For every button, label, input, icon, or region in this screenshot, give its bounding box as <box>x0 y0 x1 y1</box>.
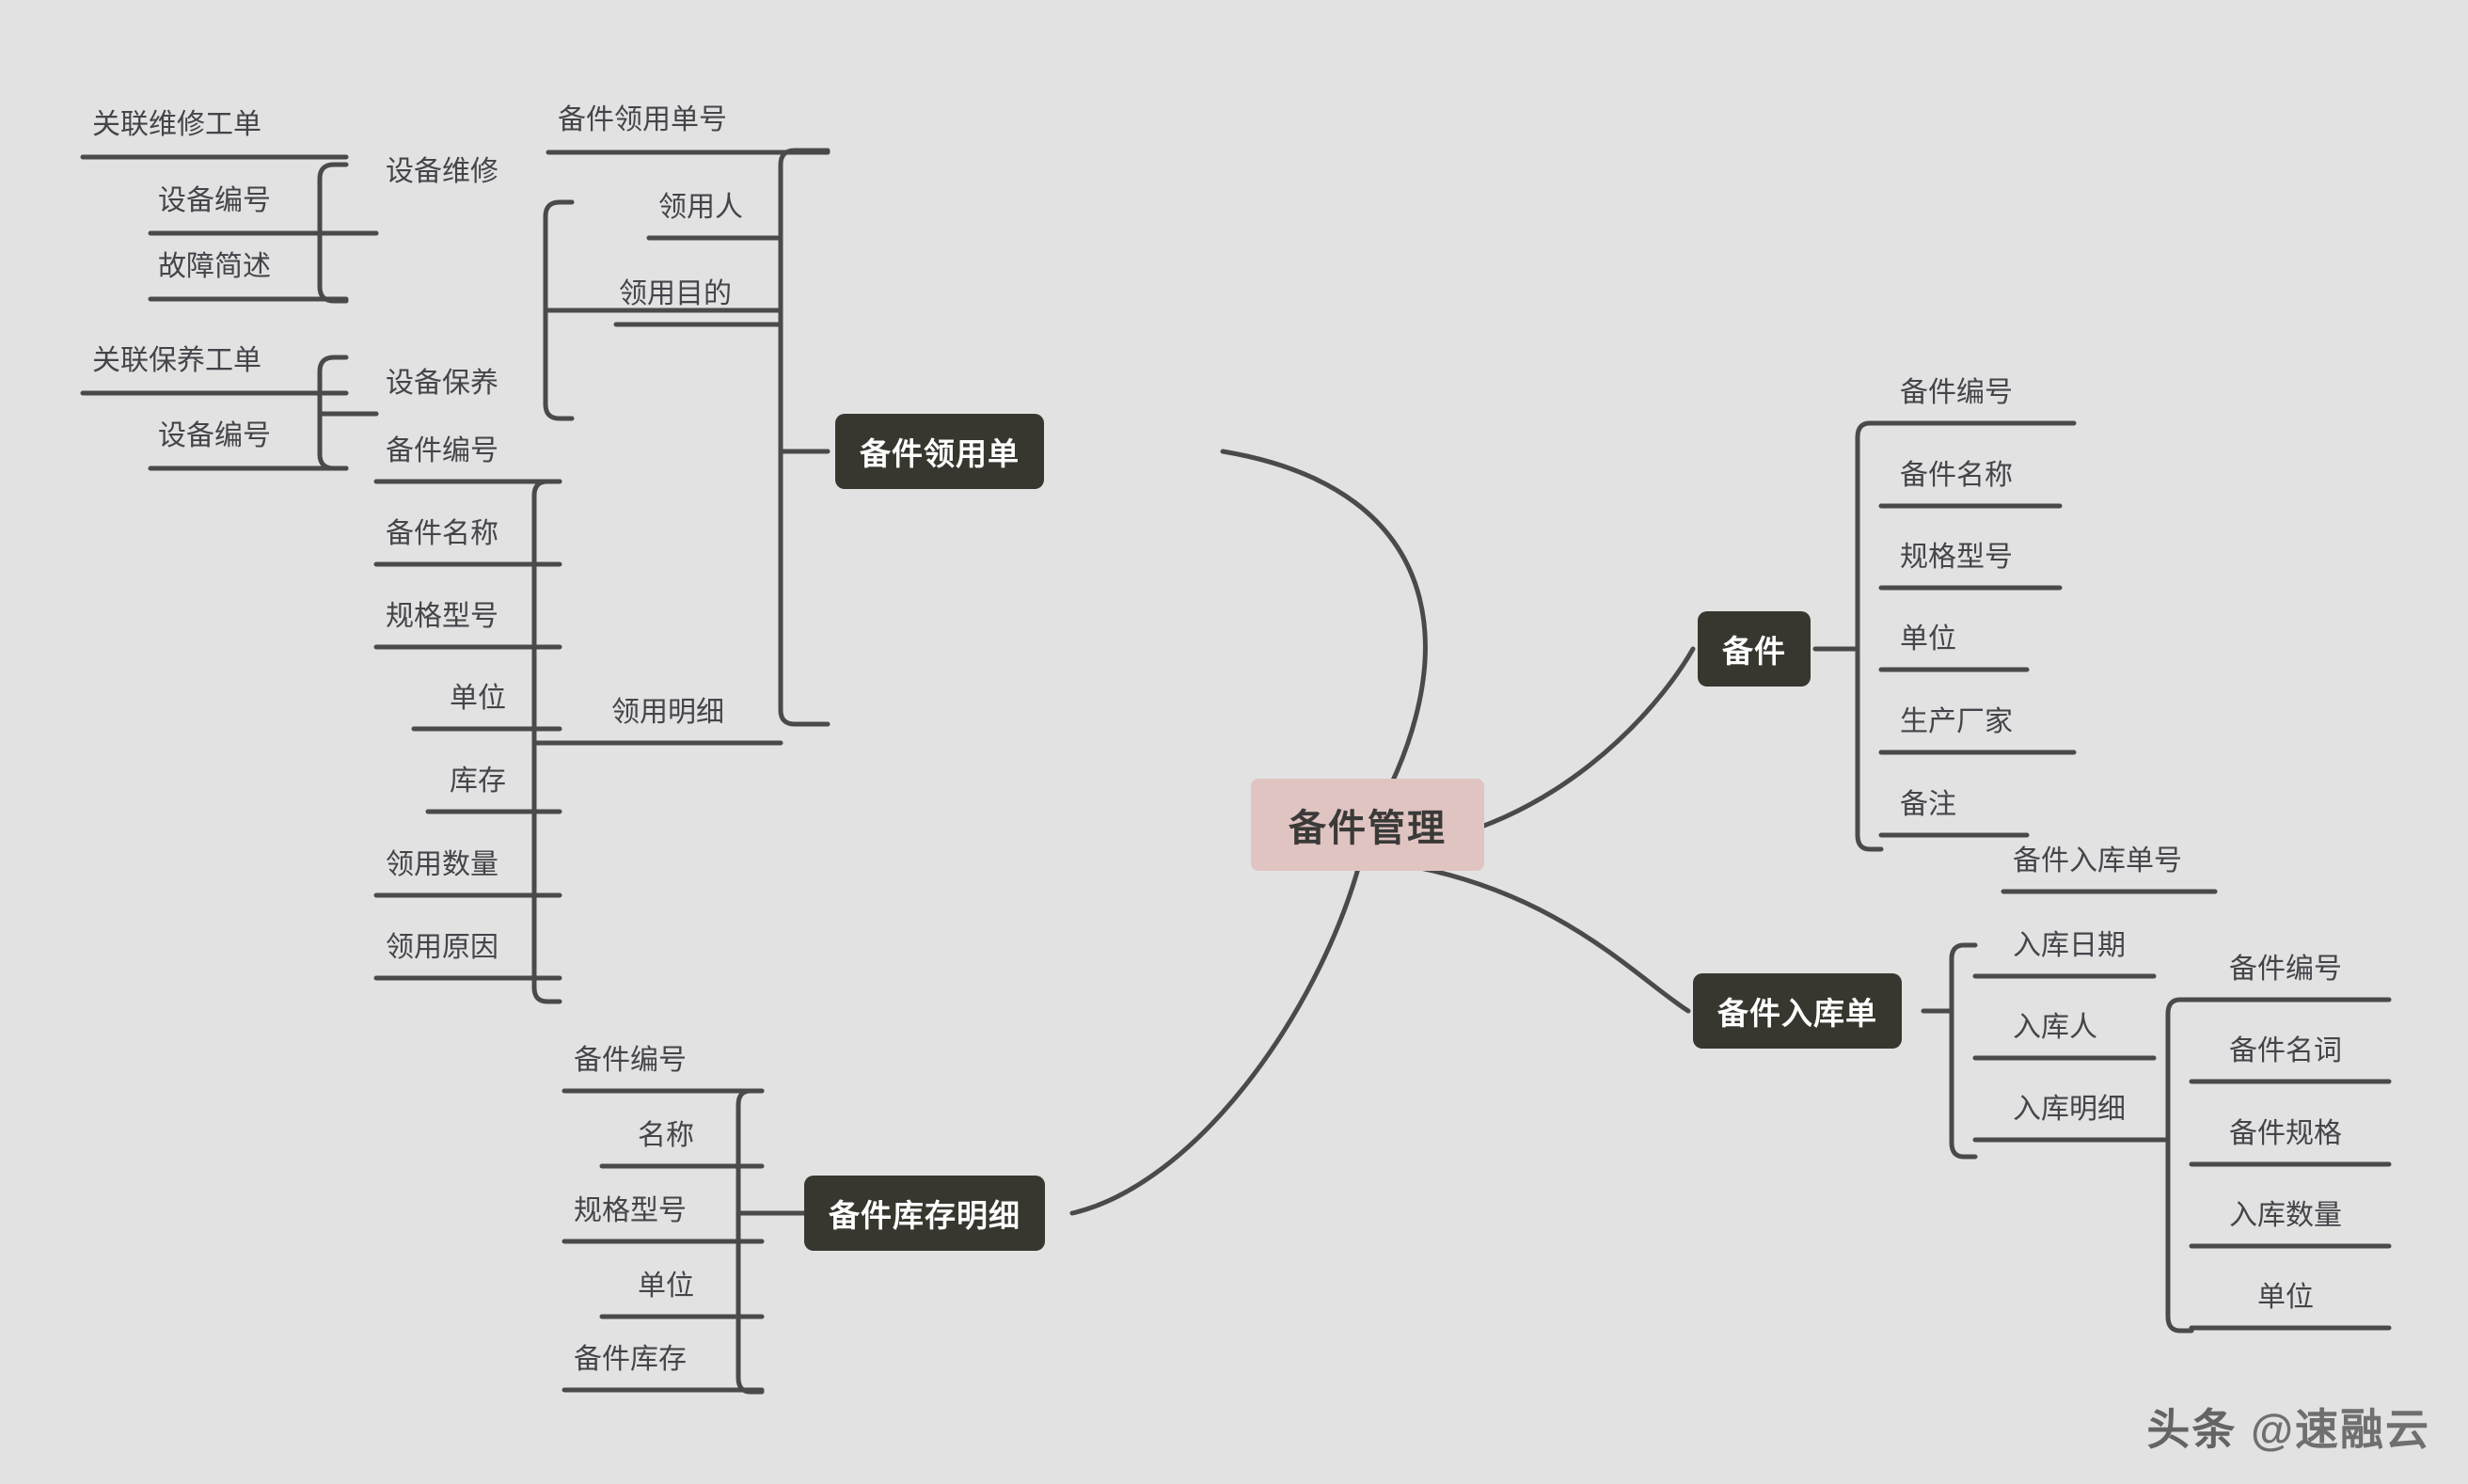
watermark: 头条 @速融云 <box>2146 1396 2430 1458</box>
root-node-spare-parts-management[interactable]: 备件管理 <box>1251 779 1484 871</box>
leaf-detail-spec-model[interactable]: 规格型号 <box>376 591 508 643</box>
leaf-requisition-detail[interactable]: 领用明细 <box>602 687 734 739</box>
leaf-label: 设备编号 <box>158 185 271 216</box>
leaf-label: 入库明细 <box>2013 1094 2126 1125</box>
watermark-handle: @速融云 <box>2251 1405 2430 1454</box>
leaf-label: 备件编号 <box>2229 954 2342 985</box>
branch-node-label: 备件 <box>1722 634 1786 669</box>
leaf-part-unit[interactable]: 单位 <box>1891 613 1966 666</box>
leaf-label: 单位 <box>638 1271 694 1302</box>
root-node-label: 备件管理 <box>1289 808 1447 849</box>
leaf-detail-stock[interactable]: 库存 <box>440 755 515 808</box>
leaf-label: 领用数量 <box>386 849 498 880</box>
leaf-requisitioner[interactable]: 领用人 <box>649 182 752 234</box>
leaf-label: 备件编号 <box>1900 377 2013 408</box>
leaf-label: 名称 <box>638 1120 694 1151</box>
leaf-linked-repair-order[interactable]: 关联维修工单 <box>83 99 271 151</box>
leaf-part-spec-model[interactable]: 规格型号 <box>1891 531 2022 584</box>
branch-node-spare-part[interactable]: 备件 <box>1698 611 1811 687</box>
leaf-label: 关联维修工单 <box>92 109 261 140</box>
leaf-label: 备件名称 <box>386 518 498 549</box>
leaf-part-name[interactable]: 备件名称 <box>1891 450 2022 502</box>
leaf-label: 领用人 <box>658 192 743 223</box>
leaf-stock-spec-model[interactable]: 规格型号 <box>564 1185 696 1238</box>
leaf-requisition-order-no[interactable]: 备件领用单号 <box>548 94 736 147</box>
leaf-equipment-maintenance[interactable]: 设备保养 <box>376 357 508 410</box>
leaf-inbound-person[interactable]: 入库人 <box>2003 1002 2107 1054</box>
leaf-inbound-detail[interactable]: 入库明细 <box>2003 1083 2135 1136</box>
leaf-label: 设备保养 <box>386 368 498 399</box>
leaf-label: 生产厂家 <box>1900 706 2013 737</box>
branch-node-label: 备件入库单 <box>1717 996 1877 1031</box>
leaf-label: 领用目的 <box>619 278 732 309</box>
branch-node-inbound-order[interactable]: 备件入库单 <box>1693 973 1902 1049</box>
leaf-label: 备件规格 <box>2229 1118 2342 1149</box>
leaf-label: 单位 <box>1900 624 1956 655</box>
leaf-inbound-unit[interactable]: 单位 <box>2248 1271 2323 1324</box>
leaf-label: 备件名称 <box>1900 460 2013 491</box>
leaf-label: 入库数量 <box>2229 1200 2342 1231</box>
leaf-detail-part-no[interactable]: 备件编号 <box>376 425 508 478</box>
leaf-label: 备件名词 <box>2229 1035 2342 1066</box>
leaf-label: 关联保养工单 <box>92 345 261 376</box>
leaf-stock-part-no[interactable]: 备件编号 <box>564 1034 696 1087</box>
branch-node-label: 备件库存明细 <box>829 1198 1020 1233</box>
leaf-label: 入库日期 <box>2013 930 2126 961</box>
branch-node-stock-detail[interactable]: 备件库存明细 <box>804 1176 1045 1251</box>
leaf-part-remark[interactable]: 备注 <box>1891 779 1966 831</box>
leaf-detail-reason[interactable]: 领用原因 <box>376 922 508 974</box>
leaf-label: 备件编号 <box>574 1045 687 1076</box>
leaf-inbound-part-spec[interactable]: 备件规格 <box>2220 1108 2351 1160</box>
leaf-detail-unit[interactable]: 单位 <box>440 672 515 725</box>
leaf-inbound-quantity[interactable]: 入库数量 <box>2220 1190 2351 1242</box>
leaf-manufacturer[interactable]: 生产厂家 <box>1891 696 2022 749</box>
leaf-repair-equipment-no[interactable]: 设备编号 <box>149 175 280 228</box>
leaf-fault-description[interactable]: 故障简述 <box>149 241 280 293</box>
leaf-label: 库存 <box>450 766 506 797</box>
leaf-label: 规格型号 <box>386 601 498 632</box>
leaf-label: 备件库存 <box>574 1344 687 1375</box>
leaf-maintenance-equipment-no[interactable]: 设备编号 <box>149 410 280 463</box>
leaf-inbound-order-no[interactable]: 备件入库单号 <box>2003 835 2191 888</box>
leaf-label: 备件编号 <box>386 435 498 466</box>
leaf-label: 规格型号 <box>1900 542 2013 573</box>
leaf-linked-maintenance-order[interactable]: 关联保养工单 <box>83 335 271 387</box>
leaf-stock-quantity[interactable]: 备件库存 <box>564 1334 696 1386</box>
leaf-requisition-purpose[interactable]: 领用目的 <box>609 268 741 321</box>
leaf-label: 领用明细 <box>611 697 724 728</box>
leaf-label: 领用原因 <box>386 932 498 963</box>
leaf-label: 设备维修 <box>386 156 498 187</box>
leaf-equipment-repair[interactable]: 设备维修 <box>376 146 508 198</box>
leaf-label: 备件领用单号 <box>558 104 727 135</box>
leaf-label: 规格型号 <box>574 1195 687 1226</box>
leaf-detail-part-name[interactable]: 备件名称 <box>376 508 508 560</box>
leaf-label: 设备编号 <box>158 420 271 451</box>
leaf-stock-name[interactable]: 名称 <box>628 1110 704 1162</box>
leaf-part-no[interactable]: 备件编号 <box>1891 367 2022 419</box>
leaf-inbound-part-no[interactable]: 备件编号 <box>2220 943 2351 996</box>
leaf-label: 故障简述 <box>158 251 271 282</box>
watermark-prefix: 头条 <box>2146 1405 2238 1454</box>
leaf-label: 单位 <box>2257 1282 2314 1313</box>
leaf-detail-quantity[interactable]: 领用数量 <box>376 839 508 892</box>
leaf-label: 入库人 <box>2013 1012 2097 1043</box>
leaf-label: 备注 <box>1900 789 1956 820</box>
leaf-stock-unit[interactable]: 单位 <box>628 1260 704 1313</box>
leaf-label: 备件入库单号 <box>2013 845 2182 876</box>
leaf-label: 单位 <box>450 683 506 714</box>
branch-node-label: 备件领用单 <box>860 436 1020 471</box>
branch-node-requisition-order[interactable]: 备件领用单 <box>835 414 1044 489</box>
leaf-inbound-part-name[interactable]: 备件名词 <box>2220 1025 2351 1078</box>
leaf-inbound-date[interactable]: 入库日期 <box>2003 920 2135 972</box>
